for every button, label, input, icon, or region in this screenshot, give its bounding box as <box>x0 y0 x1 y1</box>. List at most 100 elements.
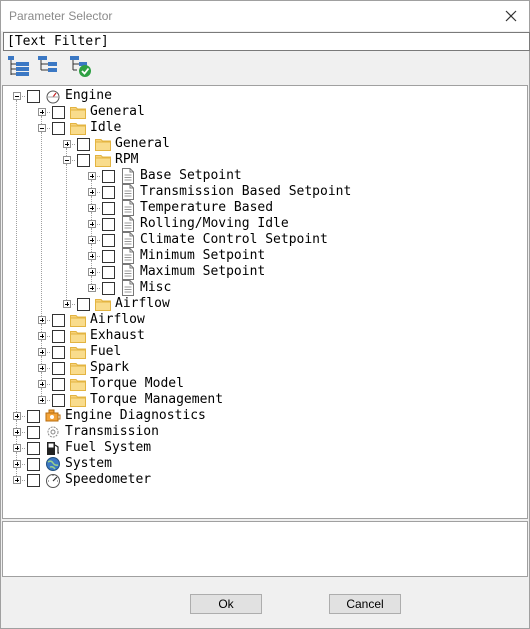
tree-node-label[interactable]: Torque Management <box>90 392 224 407</box>
show-checked-button[interactable] <box>69 54 95 80</box>
collapse-icon[interactable] <box>13 92 21 100</box>
tree-node-checkbox[interactable] <box>77 298 90 311</box>
cancel-button[interactable]: Cancel <box>329 594 401 614</box>
tree-node-label[interactable]: Fuel System <box>65 440 152 455</box>
tree-node[interactable]: Torque Model <box>3 376 527 392</box>
tree-node-checkbox[interactable] <box>102 250 115 263</box>
tree-node-checkbox[interactable] <box>52 106 65 119</box>
expand-icon[interactable] <box>63 140 71 148</box>
expand-icon[interactable] <box>13 476 21 484</box>
tree-node-label[interactable]: Idle <box>90 120 122 135</box>
tree-node[interactable]: Fuel <box>3 344 527 360</box>
expand-icon[interactable] <box>13 460 21 468</box>
tree-node[interactable]: Rolling/Moving Idle <box>3 216 527 232</box>
close-button[interactable] <box>499 4 523 28</box>
tree-node[interactable]: Misc <box>3 280 527 296</box>
collapse-all-button[interactable] <box>37 54 63 80</box>
tree-node-label[interactable]: General <box>90 104 145 119</box>
tree-node-label[interactable]: Base Setpoint <box>140 168 242 183</box>
tree-node[interactable]: Temperature Based <box>3 200 527 216</box>
ok-button[interactable]: Ok <box>190 594 262 614</box>
tree-node[interactable]: Transmission Based Setpoint <box>3 184 527 200</box>
expand-icon[interactable] <box>38 380 46 388</box>
tree-node-label[interactable]: Engine <box>65 88 112 103</box>
expand-icon[interactable] <box>38 396 46 404</box>
expand-icon[interactable] <box>88 252 96 260</box>
tree-node-checkbox[interactable] <box>27 442 40 455</box>
tree-node-label[interactable]: Airflow <box>90 312 145 327</box>
expand-icon[interactable] <box>13 428 21 436</box>
tree-node-checkbox[interactable] <box>52 122 65 135</box>
tree-node-label[interactable]: Engine Diagnostics <box>65 408 206 423</box>
tree-node-checkbox[interactable] <box>102 186 115 199</box>
tree-node[interactable]: Torque Management <box>3 392 527 408</box>
tree-node[interactable]: Base Setpoint <box>3 168 527 184</box>
tree-node-checkbox[interactable] <box>52 314 65 327</box>
tree-node-label[interactable]: Rolling/Moving Idle <box>140 216 289 231</box>
expand-icon[interactable] <box>13 412 21 420</box>
tree-node-label[interactable]: Exhaust <box>90 328 145 343</box>
expand-all-button[interactable] <box>7 54 33 80</box>
tree-node[interactable]: System <box>3 456 527 472</box>
tree-node[interactable]: RPM <box>3 152 527 168</box>
tree-node-label[interactable]: Speedometer <box>65 472 152 487</box>
expand-icon[interactable] <box>38 316 46 324</box>
tree-node[interactable]: Exhaust <box>3 328 527 344</box>
tree-node-label[interactable]: Airflow <box>115 296 170 311</box>
expand-icon[interactable] <box>38 332 46 340</box>
tree-node[interactable]: Speedometer <box>3 472 527 488</box>
tree-node-checkbox[interactable] <box>102 202 115 215</box>
tree-node-label[interactable]: Maximum Setpoint <box>140 264 266 279</box>
tree-node-label[interactable]: RPM <box>115 152 139 167</box>
tree-node-checkbox[interactable] <box>77 154 90 167</box>
tree-node-checkbox[interactable] <box>52 346 65 359</box>
tree-node-checkbox[interactable] <box>102 218 115 231</box>
expand-icon[interactable] <box>88 188 96 196</box>
tree-node[interactable]: Transmission <box>3 424 527 440</box>
tree-node-checkbox[interactable] <box>27 90 40 103</box>
expand-icon[interactable] <box>88 204 96 212</box>
tree-node[interactable]: Spark <box>3 360 527 376</box>
tree-node[interactable]: Climate Control Setpoint <box>3 232 527 248</box>
tree-node-label[interactable]: Misc <box>140 280 172 295</box>
tree-node[interactable]: General <box>3 104 527 120</box>
tree-node-checkbox[interactable] <box>102 234 115 247</box>
tree-node[interactable]: Idle <box>3 120 527 136</box>
tree-node[interactable]: Maximum Setpoint <box>3 264 527 280</box>
expand-icon[interactable] <box>38 364 46 372</box>
tree-node-checkbox[interactable] <box>102 266 115 279</box>
tree-node-label[interactable]: Temperature Based <box>140 200 274 215</box>
collapse-icon[interactable] <box>38 124 46 132</box>
tree-node-checkbox[interactable] <box>102 282 115 295</box>
tree-node-label[interactable]: Minimum Setpoint <box>140 248 266 263</box>
tree-node-label[interactable]: General <box>115 136 170 151</box>
tree-node-label[interactable]: System <box>65 456 112 471</box>
tree-node-checkbox[interactable] <box>27 474 40 487</box>
collapse-icon[interactable] <box>63 156 71 164</box>
tree-node[interactable]: Engine <box>3 88 527 104</box>
tree-node[interactable]: General <box>3 136 527 152</box>
tree-node-checkbox[interactable] <box>52 378 65 391</box>
tree-node-checkbox[interactable] <box>52 394 65 407</box>
expand-icon[interactable] <box>88 284 96 292</box>
expand-icon[interactable] <box>63 300 71 308</box>
tree-node[interactable]: Airflow <box>3 296 527 312</box>
tree-node-label[interactable]: Torque Model <box>90 376 184 391</box>
tree-node-checkbox[interactable] <box>77 138 90 151</box>
expand-icon[interactable] <box>88 268 96 276</box>
tree-node-label[interactable]: Spark <box>90 360 130 375</box>
tree-node[interactable]: Fuel System <box>3 440 527 456</box>
tree-node[interactable]: Airflow <box>3 312 527 328</box>
tree-node-checkbox[interactable] <box>27 426 40 439</box>
tree-node[interactable]: Minimum Setpoint <box>3 248 527 264</box>
tree-node-checkbox[interactable] <box>102 170 115 183</box>
expand-icon[interactable] <box>13 444 21 452</box>
tree-node-label[interactable]: Transmission <box>65 424 159 439</box>
expand-icon[interactable] <box>38 108 46 116</box>
tree-node-checkbox[interactable] <box>52 330 65 343</box>
tree-node-checkbox[interactable] <box>27 410 40 423</box>
text-filter-input[interactable] <box>3 32 530 51</box>
tree-node-checkbox[interactable] <box>27 458 40 471</box>
tree-node-label[interactable]: Climate Control Setpoint <box>140 232 328 247</box>
